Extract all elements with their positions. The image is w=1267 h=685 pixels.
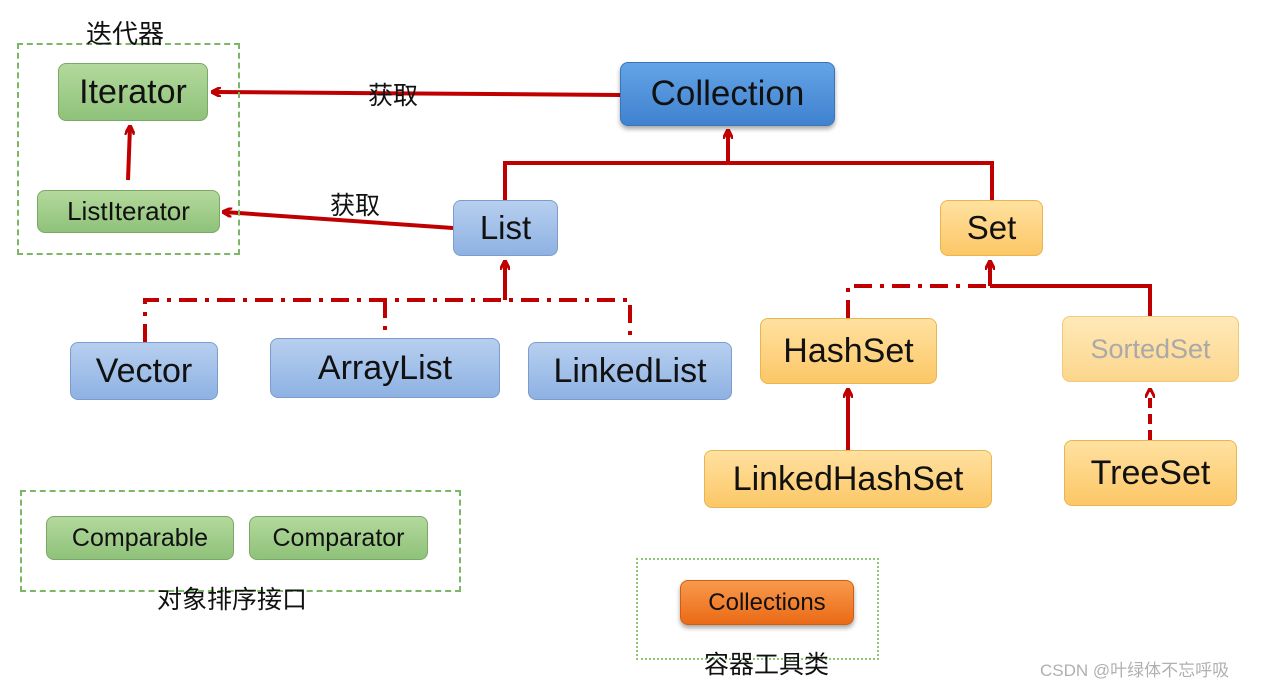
arrow-list-implementations bbox=[143, 298, 632, 342]
arrow-listiterator-to-iterator bbox=[128, 127, 130, 181]
collections-group bbox=[636, 558, 879, 660]
node-set: Set bbox=[940, 200, 1043, 256]
node-comparable: Comparable bbox=[46, 516, 234, 560]
node-collection: Collection bbox=[620, 62, 835, 126]
node-iterator: Iterator bbox=[58, 63, 208, 121]
node-tree-set: TreeSet bbox=[1064, 440, 1237, 506]
arrow-list-set-to-collection bbox=[503, 161, 994, 200]
node-array-list: ArrayList bbox=[270, 338, 500, 398]
node-hash-set: HashSet bbox=[760, 318, 937, 384]
collections-group-caption: 容器工具类 bbox=[704, 650, 830, 679]
edge-label-collection-iterator: 获取 bbox=[368, 81, 419, 110]
node-sorted-set: SortedSet bbox=[1062, 316, 1239, 382]
iterator-group bbox=[17, 43, 240, 255]
node-comparator: Comparator bbox=[249, 516, 428, 560]
arrow-hashset-to-set bbox=[846, 284, 990, 318]
node-linked-list: LinkedList bbox=[528, 342, 732, 400]
edge-label-list-listiterator: 获取 bbox=[330, 191, 381, 220]
watermark: CSDN @叶绿体不忘呼吸 bbox=[1040, 661, 1230, 680]
node-list: List bbox=[453, 200, 558, 256]
arrow-sortedset-to-set bbox=[990, 284, 1152, 316]
comparable-group bbox=[20, 490, 461, 592]
iterator-group-caption: 迭代器 bbox=[86, 20, 165, 50]
arrow-collection-to-iterator bbox=[213, 92, 621, 95]
node-vector: Vector bbox=[70, 342, 218, 400]
arrow-list-to-listiterator bbox=[224, 212, 454, 230]
node-collections: Collections bbox=[680, 580, 854, 625]
node-linked-hash-set: LinkedHashSet bbox=[704, 450, 992, 508]
comparable-group-caption: 对象排序接口 bbox=[157, 585, 308, 614]
node-list-iterator: ListIterator bbox=[37, 190, 220, 233]
